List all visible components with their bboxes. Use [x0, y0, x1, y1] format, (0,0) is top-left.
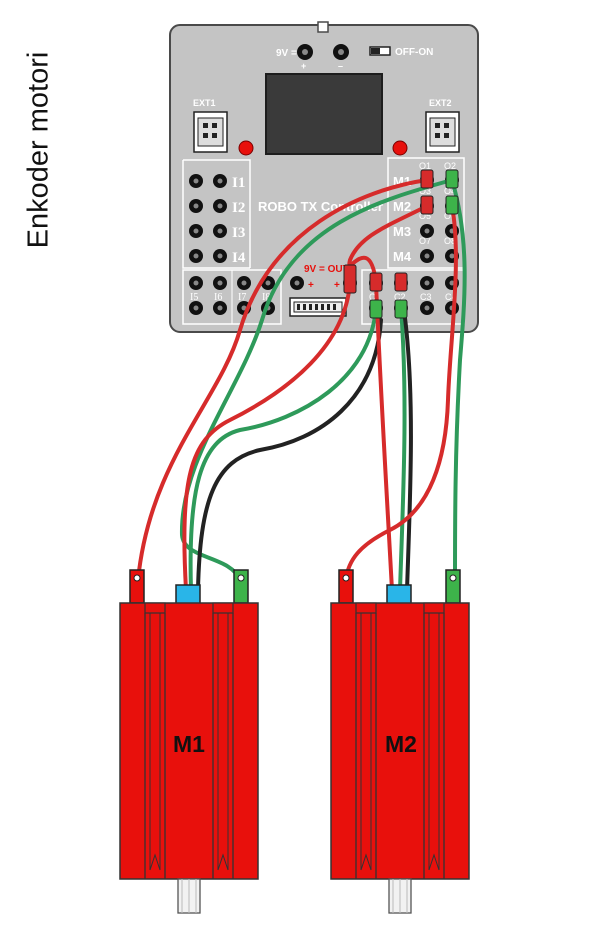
counter-label-c4: C4: [445, 292, 457, 302]
wire-red-m1-o1: [136, 178, 429, 582]
wires: [136, 178, 467, 592]
wire-green-m2-encoder-signal: [398, 306, 407, 592]
power-out-label: 9V = OUT: [304, 264, 349, 275]
input-sockets: [189, 174, 227, 263]
m1-label: M1: [173, 731, 205, 757]
power-in-plus-label: +: [301, 61, 306, 71]
left-led: [238, 140, 254, 156]
output-label-o7: O7: [419, 236, 431, 246]
input-label-i1: I1: [232, 175, 245, 191]
controller-top-notch: [317, 21, 329, 33]
output-label-o1: O1: [419, 161, 431, 171]
output-label-o8: O8: [444, 236, 456, 246]
right-led: [392, 140, 408, 156]
controller-plugs: [343, 169, 459, 319]
wire-red-m1-encoder-power: [182, 281, 352, 592]
wire-green-m1-encoder-signal: [188, 306, 378, 592]
motor-label-m3: M3: [393, 224, 411, 239]
input-label-i4: I4: [232, 250, 246, 266]
output-label-o3: O3: [419, 186, 431, 196]
wire-green-m2-o3: [450, 178, 467, 582]
counter-label-c3: C3: [420, 292, 432, 302]
wire-black-m1-encoder-ground: [196, 318, 383, 592]
wire-red-m2-encoder-power: [347, 204, 429, 592]
motor-m1: M1: [119, 569, 259, 914]
input-label-i2: I2: [232, 200, 245, 216]
input-label-i3: I3: [232, 225, 245, 241]
ext2-label: EXT2: [429, 98, 452, 108]
power-out-plus-2: +: [334, 280, 340, 291]
output-label-o5: O5: [419, 211, 431, 221]
output-label-o4: O4: [444, 186, 456, 196]
ext1-label: EXT1: [193, 98, 216, 108]
m2-label: M2: [385, 731, 417, 757]
counter-label-c2: C2: [394, 292, 406, 302]
input-label-i6: I6: [214, 292, 222, 303]
power-in-label: 9V = IN: [276, 48, 310, 59]
plug-green: [369, 299, 383, 319]
plug-green: [394, 299, 408, 319]
motor-label-m4: M4: [393, 249, 412, 264]
input-label-i7: I7: [238, 292, 246, 303]
input-label-i8: I8: [262, 292, 270, 303]
plug-green: [445, 169, 459, 189]
plug-red: [420, 195, 434, 215]
m1-body: [119, 602, 259, 880]
outputs-panel: [387, 157, 465, 269]
motor-m2: M2: [330, 569, 470, 914]
plug-red: [369, 272, 383, 292]
output-label-o6: O6: [444, 211, 456, 221]
plug-red: [420, 169, 434, 189]
plug-red: [394, 272, 408, 292]
wire-black-m2-encoder-ground: [403, 316, 413, 592]
inputs-panel: [183, 159, 251, 268]
input-label-i5: I5: [190, 292, 198, 303]
power-out-plus: +: [308, 280, 314, 291]
m2-encoder-plug[interactable]: [386, 584, 412, 606]
motor-label-m2: M2: [393, 199, 411, 214]
m2-body: [330, 602, 470, 880]
plug-red: [343, 264, 357, 294]
output-label-o2: O2: [444, 161, 456, 171]
plug-green: [445, 195, 459, 215]
wire-red-m2-o4: [344, 204, 458, 582]
m1-encoder-plug[interactable]: [175, 584, 201, 606]
switch-label: OFF-ON: [395, 47, 433, 58]
controller-display: [265, 73, 383, 155]
power-in-minus-label: –: [338, 61, 343, 71]
